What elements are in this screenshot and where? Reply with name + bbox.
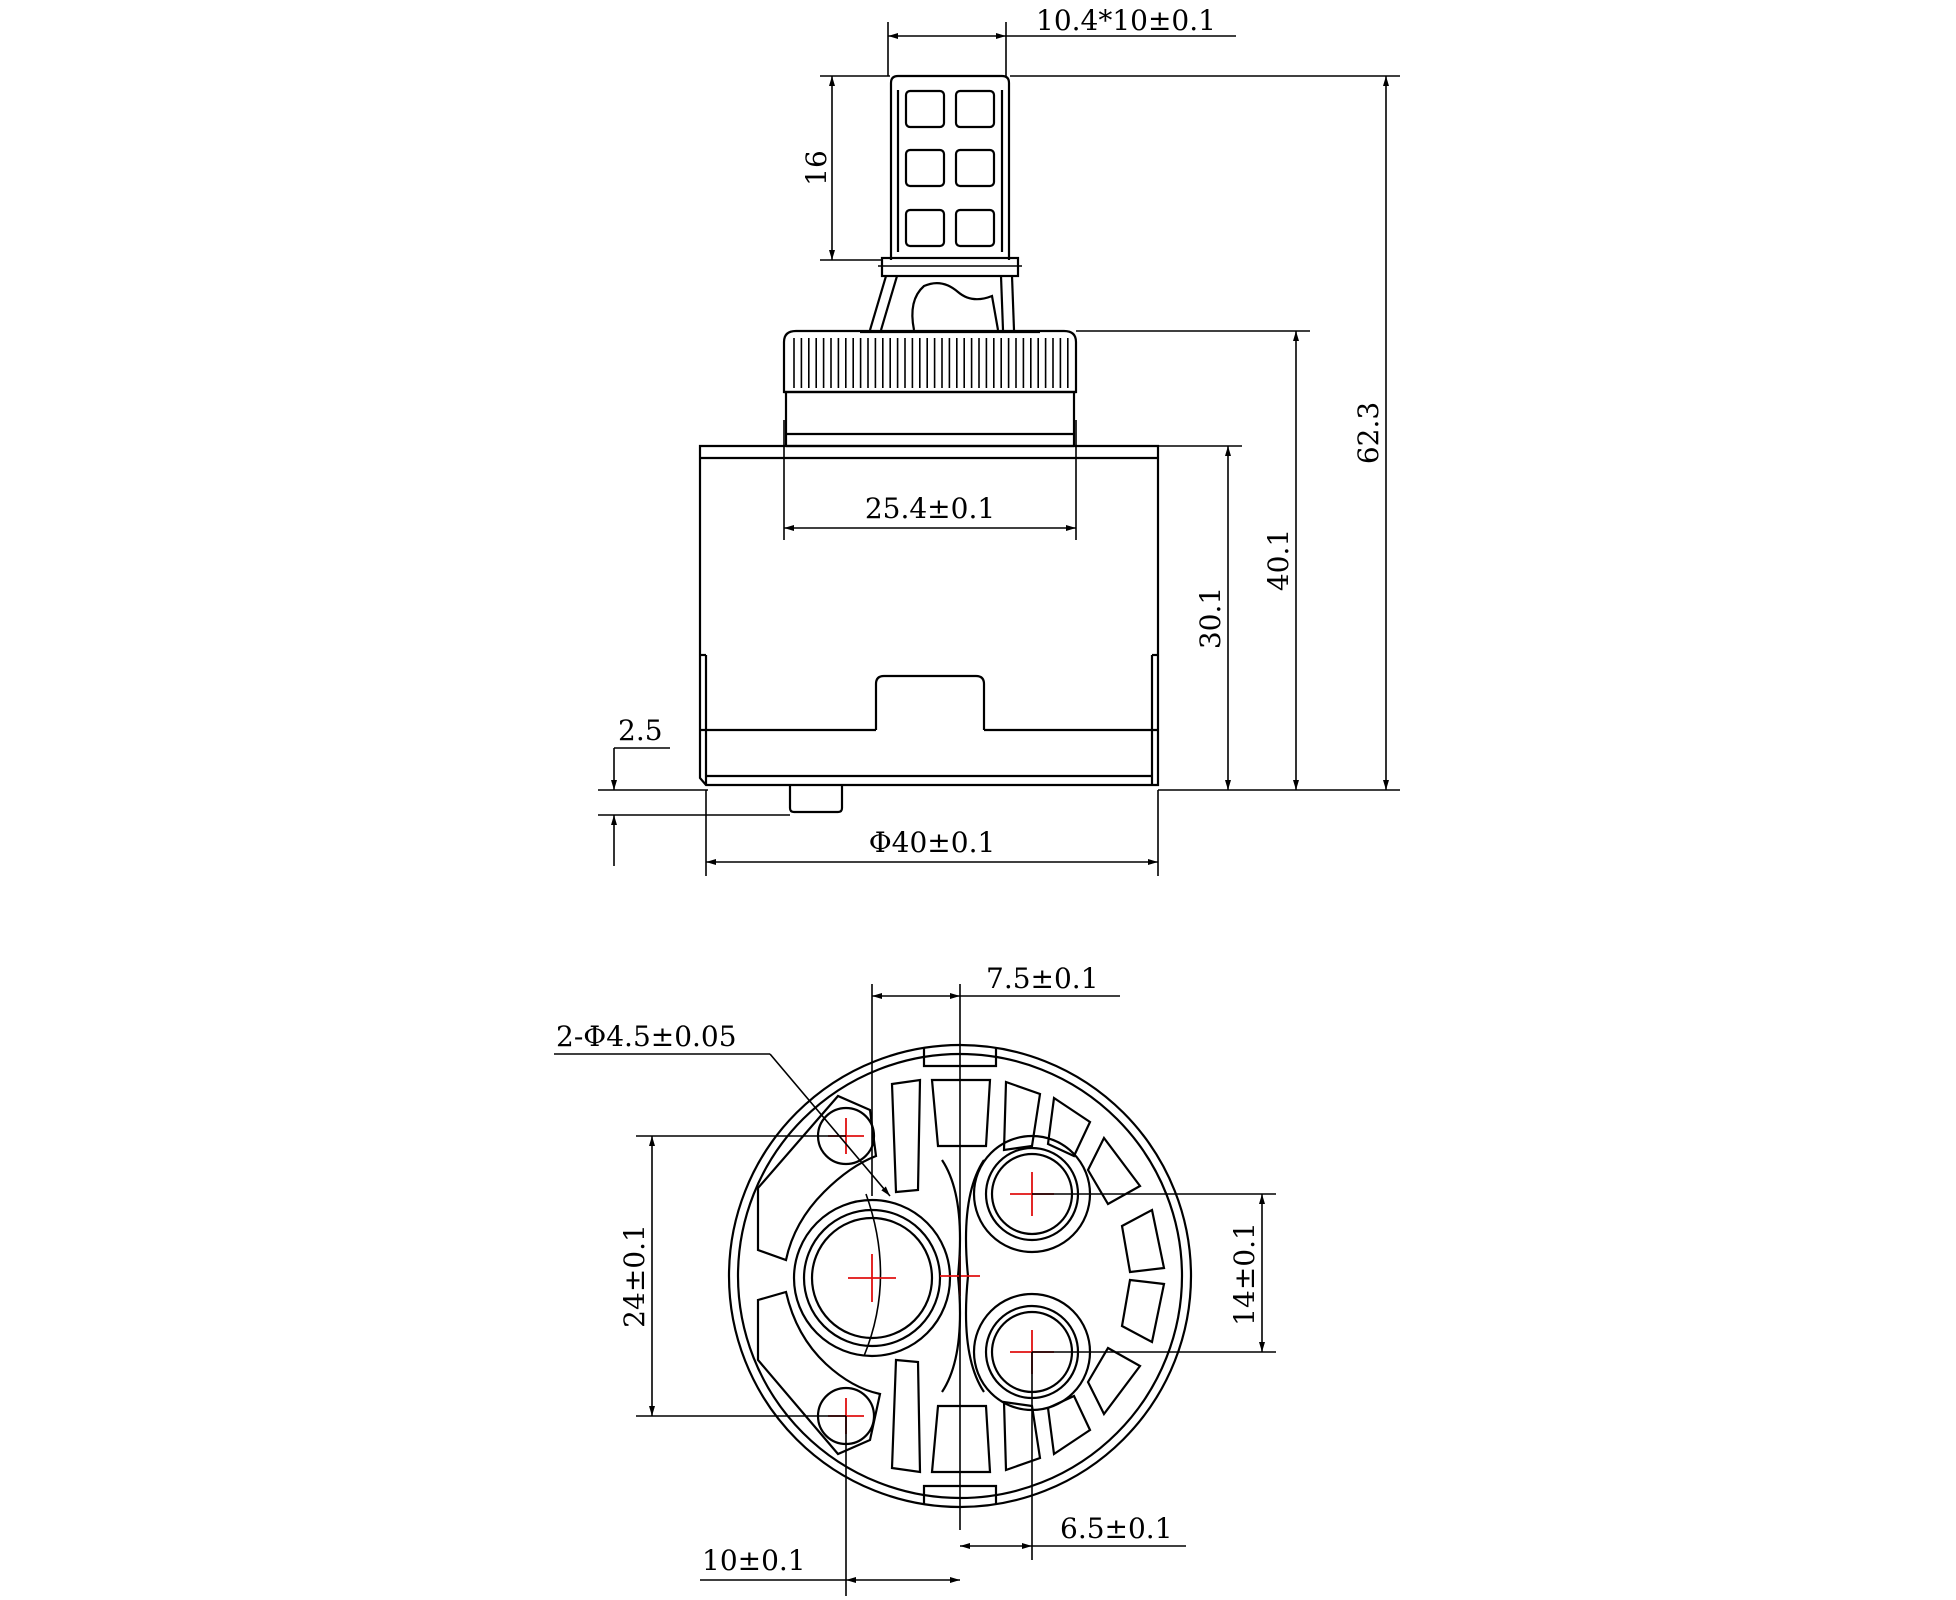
dim-stem-size: 10.4*10±0.1: [1036, 4, 1216, 37]
dim-pin-spacing: 24±0.1: [618, 1224, 651, 1328]
dim-stem-height: 16: [800, 150, 833, 186]
dim-pin-height: 2.5: [618, 714, 663, 747]
dim-body-diameter: Φ40±0.1: [869, 826, 996, 859]
knurled-nut: [782, 329, 1078, 445]
dim-hole-offset-x: 7.5±0.1: [986, 962, 1099, 995]
side-view: 10.4*10±0.1 16 62.3 40.1 30.1 25.4±0.1 2…: [598, 4, 1400, 876]
dim-pin-holes: 2-Φ4.5±0.05: [556, 1020, 737, 1053]
dim-port-offset-x: 6.5±0.1: [1060, 1512, 1173, 1545]
pin-holes: [816, 1106, 876, 1446]
dim-total-height: 62.3: [1352, 402, 1385, 464]
dim-pin-offset-x: 10±0.1: [702, 1544, 806, 1577]
dim-knurl-diameter: 25.4±0.1: [865, 492, 995, 525]
dim-height-to-knurl: 40.1: [1262, 529, 1295, 591]
stem: [860, 74, 1040, 334]
bottom-dimensions: [554, 984, 1276, 1596]
outlet-port: [792, 1193, 952, 1358]
bottom-view: 7.5±0.1 2-Φ4.5±0.05 24±0.1 14±0.1 6.5±0.…: [554, 962, 1276, 1596]
dim-body-height: 30.1: [1194, 587, 1227, 649]
cartridge-body: [698, 432, 1160, 814]
side-dimensions: [598, 22, 1400, 876]
dim-port-spacing: 14±0.1: [1228, 1222, 1261, 1326]
